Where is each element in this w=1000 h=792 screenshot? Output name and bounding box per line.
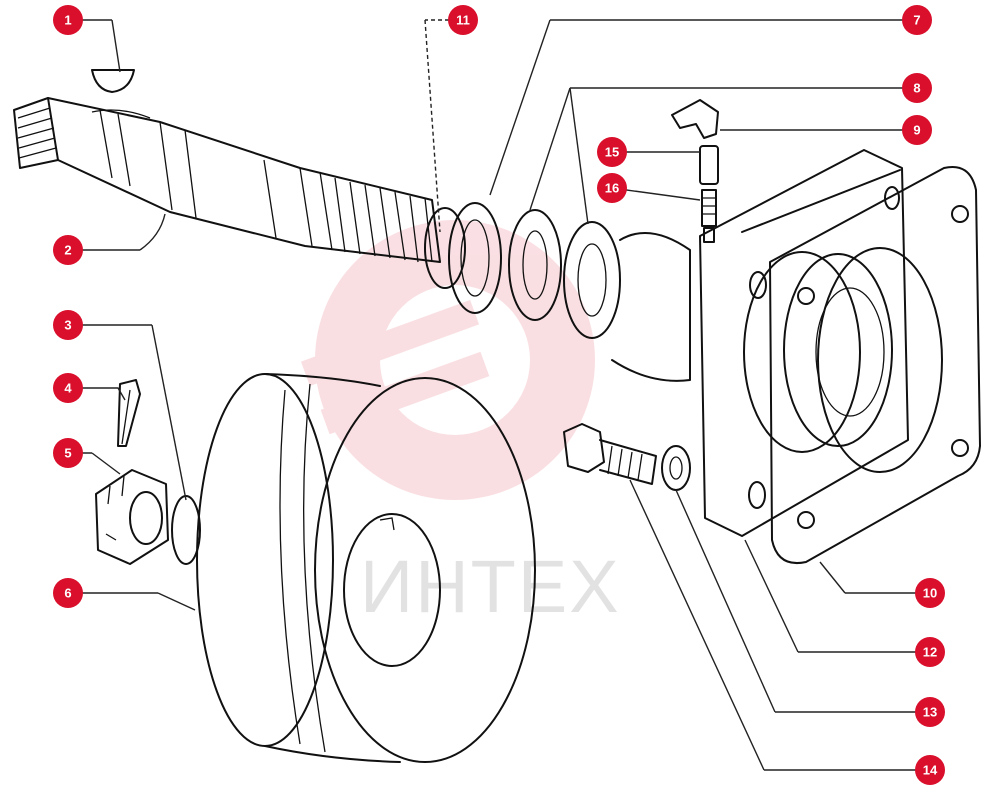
callout-7: 7	[902, 5, 932, 35]
callout-16: 16	[597, 173, 627, 203]
callout-3: 3	[53, 310, 83, 340]
svg-text:3: 3	[64, 318, 71, 333]
callout-13: 13	[915, 697, 945, 727]
bearing-seal-stack	[424, 202, 691, 382]
lock-washer	[661, 445, 691, 491]
svg-text:11: 11	[456, 13, 470, 28]
svg-text:1: 1	[64, 13, 71, 28]
svg-text:2: 2	[64, 243, 71, 258]
callout-1: 1	[53, 5, 83, 35]
castle-nut	[95, 469, 169, 565]
svg-text:10: 10	[923, 586, 937, 601]
svg-text:15: 15	[605, 145, 619, 160]
svg-text:9: 9	[913, 123, 920, 138]
bearing-housing	[699, 149, 909, 537]
callout-6: 6	[53, 578, 83, 608]
callout-12: 12	[915, 637, 945, 667]
callout-10: 10	[915, 578, 945, 608]
woodruff-key	[91, 69, 135, 93]
svg-text:16: 16	[605, 181, 619, 196]
bolt	[563, 423, 657, 485]
svg-text:13: 13	[923, 705, 937, 720]
gasket	[769, 166, 981, 564]
callout-4: 4	[53, 373, 83, 403]
svg-text:12: 12	[923, 645, 937, 660]
pulley	[196, 373, 536, 763]
callout-9: 9	[902, 115, 932, 145]
cotter-pin	[117, 379, 141, 447]
flat-washer	[171, 495, 201, 565]
watermark-logo	[300, 220, 595, 500]
callout-14: 14	[915, 755, 945, 785]
svg-text:7: 7	[913, 13, 920, 28]
callout-2: 2	[53, 235, 83, 265]
callout-5: 5	[53, 438, 83, 468]
svg-text:6: 6	[64, 586, 71, 601]
callout-8: 8	[902, 73, 932, 103]
grease-fitting	[671, 99, 719, 243]
callout-15: 15	[597, 137, 627, 167]
svg-text:5: 5	[64, 446, 71, 461]
drive-shaft	[13, 97, 441, 263]
callout-11: 11	[448, 5, 478, 35]
watermark-text: ИНТЕХ	[360, 545, 621, 628]
svg-text:8: 8	[913, 81, 920, 96]
svg-text:14: 14	[923, 763, 938, 778]
svg-text:4: 4	[64, 381, 72, 396]
